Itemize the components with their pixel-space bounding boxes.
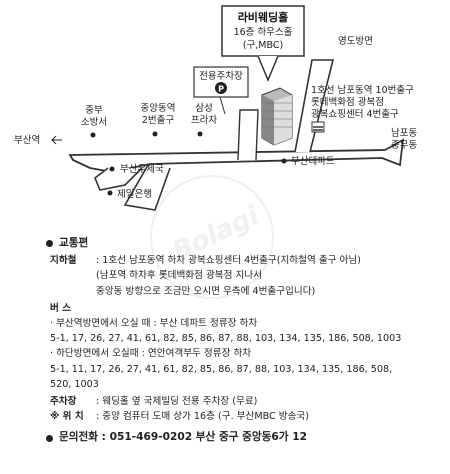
marker-jungbu-fire — [90, 132, 96, 138]
location-key: ※ 위 치 — [50, 411, 84, 423]
subway-line-2: (남포역 하차후 롯데백화점 광복점 지나서 — [96, 270, 262, 282]
marker-busan-deptstore — [281, 158, 287, 164]
marker-samseong — [197, 131, 203, 137]
subway-line-3: 중앙동 방향으로 조금만 오시면 우측에 4번출구입니다) — [96, 285, 316, 297]
label-busan-deptstore: 부산데파트 — [291, 156, 335, 167]
transport-heading: 교통편 — [46, 236, 436, 251]
destination-box — [221, 5, 305, 57]
parking-pointer — [219, 96, 226, 115]
label-busan-station: 부산역 — [14, 135, 40, 146]
label-jungbu-fire: 중부 — [85, 105, 103, 116]
location-val: : 중앙 컴퓨터 도매 상가 16층 (구. 부산MBC 방송국) — [96, 411, 309, 423]
label-lotte: 롯데백화점 광복점 — [311, 96, 384, 108]
parking-row: 주차장 : 웨딩홀 옆 국제빌딩 전용 주차장 (무료) — [46, 394, 436, 409]
destination-floor: 16층 하우스홀 — [234, 26, 293, 38]
location-map: 라비웨딩홀 16층 하우스홀 (구,MBC) 전용주차장 P 영도방면 1호선 … — [14, 5, 417, 211]
subway-line-1: : 1호선 남포동역 하차 광복쇼핑센터 4번출구(지하철역 출구 아님) — [96, 255, 361, 267]
bullet-icon — [46, 434, 53, 442]
arrow-left-icon — [51, 135, 62, 145]
destination-name: 라비웨딩홀 — [238, 10, 289, 24]
label-jungbu-fire-2: 소방서 — [81, 117, 107, 128]
bus-row: 버 스 — [46, 301, 436, 316]
inquiry-text: 문의전화 : 051-469-0202 부산 중구 중앙동6가 12 — [59, 431, 307, 444]
main-road — [68, 138, 405, 173]
building-icon — [261, 87, 293, 146]
bus-key: 버 스 — [50, 302, 71, 314]
label-nampo-jungmu: 남포동 — [391, 128, 417, 139]
parking-icon: P — [215, 82, 227, 94]
location-row: ※ 위 치 : 중앙 컴퓨터 도매 상가 16층 (구. 부산MBC 방송국) — [46, 409, 436, 424]
parking-label: 전용주차장 — [199, 70, 243, 82]
label-jungang-exit2: 중앙동역 — [141, 102, 176, 114]
info-panel: 교통편 지하철 : 1호선 남포동역 하차 광복쇼핑센터 4번출구(지하철역 출… — [46, 236, 436, 446]
lotte-icon — [311, 121, 325, 133]
bus-from-hadan-nums-1: 5-1, 11, 17, 26, 27, 41, 61, 82, 85, 86,… — [50, 363, 393, 375]
bus-from-hadan-nums-2: 520, 1003 — [50, 378, 99, 390]
destination-former: (구,MBC) — [243, 40, 283, 51]
road-branch-jungang — [237, 109, 259, 161]
label-samseong: 삼성 — [195, 103, 212, 114]
road-branch-middle — [123, 164, 171, 211]
marker-busan-post — [109, 166, 115, 172]
marker-jungang — [152, 131, 158, 137]
label-busan-post: 부산우체국 — [120, 164, 164, 175]
bus-from-hadan: · 하단방면에서 오실때 : 연안여객부두 정류장 하차 — [50, 348, 252, 360]
watermark-logo: Bolagi — [150, 175, 274, 299]
parking-key: 주차장 — [50, 396, 77, 408]
bus-from-station-nums: 5-1, 17, 26, 27, 41, 61, 82, 85, 86, 87,… — [50, 333, 402, 345]
label-gwangbok-exit4: 광복쇼핑센터 4번출구 — [311, 108, 399, 120]
label-yeongdo: 영도방면 — [338, 36, 373, 47]
label-nampo-exit10: 1호선 남포동역 10번출구 — [311, 85, 414, 96]
parking-box — [193, 66, 249, 98]
label-jungang-exit2-2: 2번출구 — [142, 115, 175, 126]
bus-from-station: · 부산역방면에서 오실 때 : 부산 데파트 정류장 하차 — [50, 318, 258, 330]
svg-text:P: P — [218, 85, 224, 94]
subway-row: 지하철 : 1호선 남포동역 하차 광복쇼핑센터 4번출구(지하철역 출구 아님… — [46, 253, 436, 268]
marker-jeil-bank — [107, 190, 113, 196]
label-samseong-2: 프라자 — [191, 115, 217, 126]
subway-key: 지하철 — [50, 255, 77, 267]
parking-val: : 웨딩홀 옆 국제빌딩 전용 주차장 (무료) — [96, 396, 258, 408]
label-jeil-bank: 제일은행 — [117, 188, 152, 200]
bullet-icon — [46, 240, 53, 248]
destination-pointer — [257, 55, 279, 82]
inquiry-heading: 문의전화 : 051-469-0202 부산 중구 중앙동6가 12 — [46, 430, 436, 445]
road-branch-post — [94, 167, 143, 191]
road-to-yeongdo — [294, 59, 335, 153]
label-nampo-jungmu-2: 중무동 — [391, 140, 417, 151]
